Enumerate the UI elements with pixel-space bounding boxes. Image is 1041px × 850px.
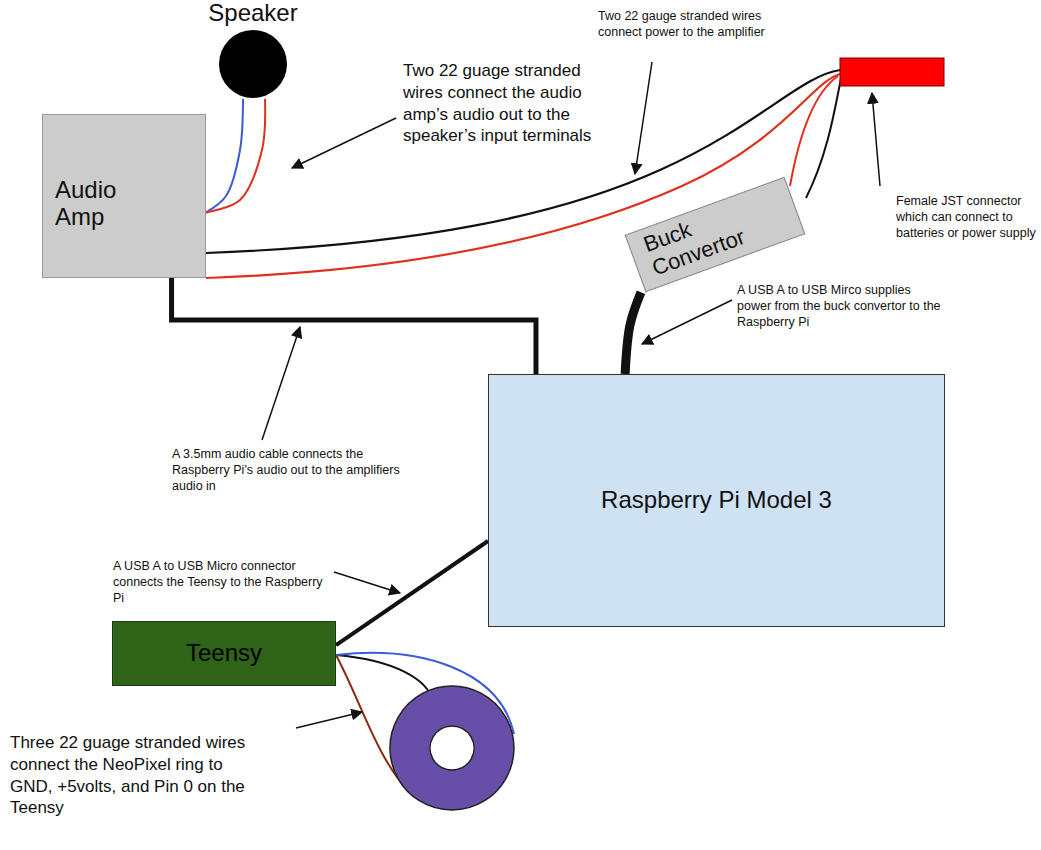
leader-arrow: [872, 93, 880, 186]
callout-text: A USB A to USB Micro connector connects …: [113, 558, 331, 606]
speaker-cone: [219, 30, 287, 98]
neopixel-wire-black: [336, 655, 432, 700]
wire-connector: [336, 541, 488, 645]
wire-connector: [206, 99, 265, 213]
buck-wire-black: [806, 74, 842, 198]
callout-text: A USB A to USB Mirco supplies power from…: [737, 282, 942, 330]
callout-text: Female JST connector which can connect t…: [896, 193, 1036, 241]
callout-text: Two 22 gauge stranded wires connect powe…: [598, 8, 776, 40]
audio-amp-box: Audio Amp: [42, 114, 206, 278]
wire-path: [206, 99, 243, 213]
raspberry-pi-box: Raspberry Pi Model 3: [488, 374, 945, 627]
wire-connector: [625, 292, 641, 374]
callout-text: A 3.5mm audio cable connects the Raspber…: [172, 446, 400, 494]
neopixel-ring: [390, 686, 514, 810]
wire-path: [625, 292, 641, 374]
leader-arrow: [296, 712, 362, 728]
leader-arrow: [635, 62, 652, 174]
teensy-box: Teensy: [112, 621, 336, 686]
node-label: Raspberry Pi Model 3: [601, 487, 832, 514]
leader-arrow: [262, 327, 300, 440]
callout-text: Two 22 guage stranded wires connect the …: [403, 60, 613, 147]
leader-arrow: [334, 572, 400, 593]
speaker: Speaker: [203, 0, 303, 99]
node-label: Audio Amp: [55, 177, 135, 231]
callout-text: Three 22 guage stranded wires connect th…: [10, 732, 250, 819]
buck-converter-box: Buck Convertor: [625, 177, 806, 292]
wire-path: [336, 541, 488, 645]
leader-arrow: [642, 300, 732, 344]
node-label: Speaker: [203, 0, 303, 27]
wire-path: [172, 278, 536, 374]
speaker-symbol: [218, 29, 288, 99]
leader-arrow: [292, 118, 396, 168]
wire-connector: [172, 278, 536, 374]
wire-path: [206, 99, 265, 213]
jst-connector: [840, 58, 944, 86]
node-label: Teensy: [186, 640, 262, 667]
node-label: Buck Convertor: [641, 196, 763, 281]
